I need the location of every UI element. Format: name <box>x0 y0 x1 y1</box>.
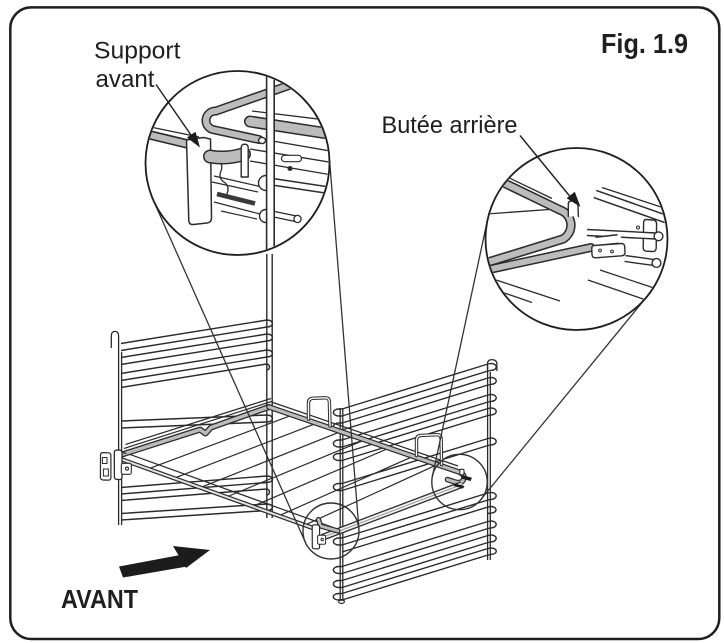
svg-text:avant: avant <box>96 66 155 93</box>
svg-text:Butée arrière: Butée arrière <box>382 112 518 139</box>
svg-text:Support: Support <box>94 38 181 65</box>
svg-text:AVANT: AVANT <box>61 584 138 614</box>
svg-text:Fig. 1.9: Fig. 1.9 <box>601 28 688 59</box>
